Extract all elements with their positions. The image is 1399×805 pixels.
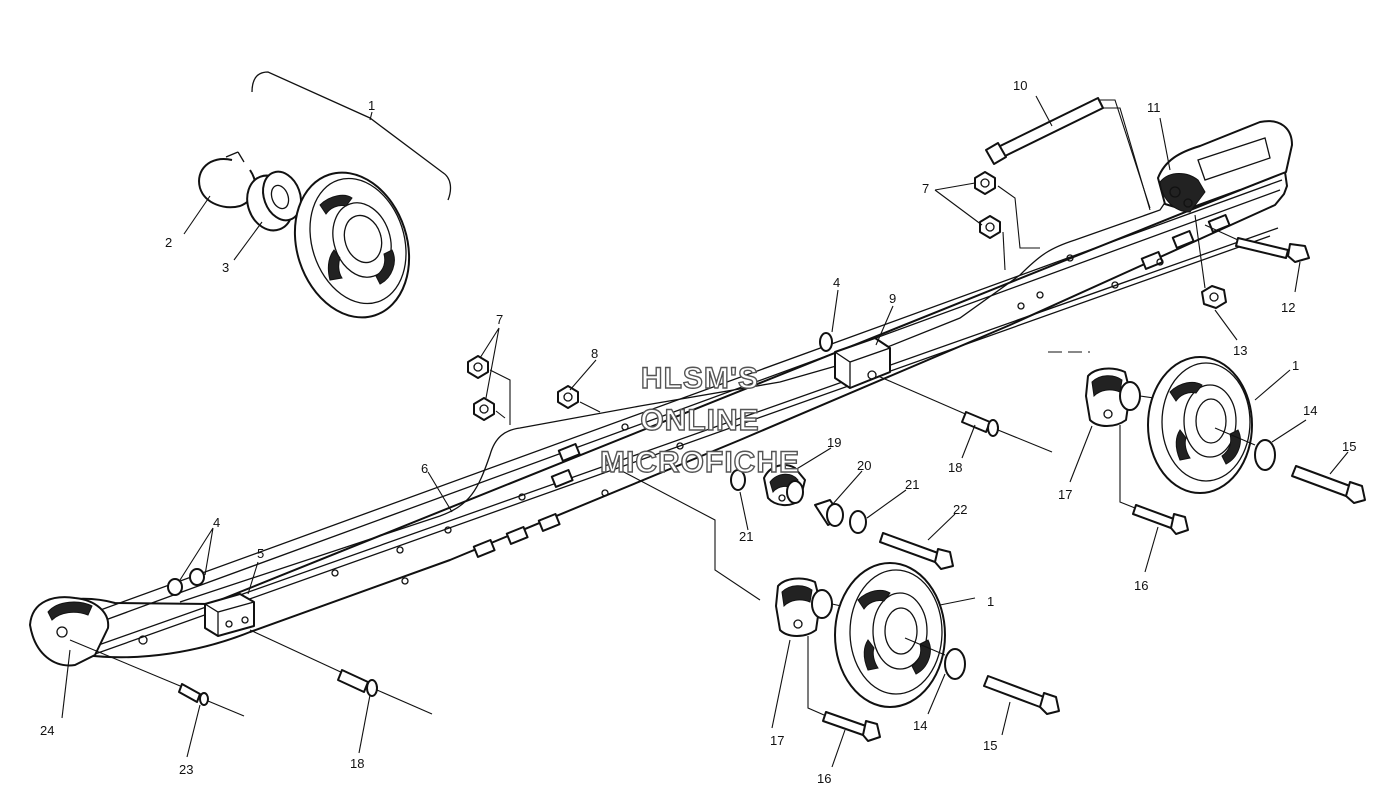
- block-5: [204, 593, 255, 637]
- callout-labels: 1 2 3 4 4 5 6 7 7 8 9 10 11 12 13 1 14 1…: [40, 78, 1356, 786]
- washer-14-right: [1254, 439, 1276, 471]
- bolt-10: [985, 97, 1151, 211]
- callout-21-lower: 21: [739, 529, 753, 544]
- callout-21-upper: 21: [905, 477, 919, 492]
- callout-1-right: 1: [1292, 358, 1299, 373]
- callout-16-lower: 16: [817, 771, 831, 786]
- callout-9: 9: [889, 291, 896, 306]
- callout-18-mid: 18: [948, 460, 962, 475]
- callout-7-right: 7: [922, 181, 929, 196]
- pin-23: [69, 639, 245, 717]
- callout-18-lower: 18: [350, 756, 364, 771]
- callout-24: 24: [40, 723, 54, 738]
- callout-5: 5: [257, 546, 264, 561]
- callout-6: 6: [421, 461, 428, 476]
- callout-16-right: 16: [1134, 578, 1148, 593]
- callout-15-lower: 15: [983, 738, 997, 753]
- callout-17-lower: 17: [770, 733, 784, 748]
- slide-rail: [29, 171, 1288, 667]
- callout-4-mid: 4: [833, 275, 840, 290]
- wheel-1-lower: [834, 562, 946, 708]
- watermark-line-2: ONLINE: [640, 404, 759, 437]
- callout-2: 2: [165, 235, 172, 250]
- axle-bracket-17-lower: [619, 469, 861, 637]
- axle-bracket-17-right: [1048, 351, 1169, 427]
- block-9: [834, 337, 891, 389]
- callout-23: 23: [179, 762, 193, 777]
- watermark-line-3: MICROFICHE: [600, 446, 800, 479]
- bolt-16-lower: [807, 636, 881, 742]
- bracket-19: [763, 464, 806, 506]
- washer-4-left: [167, 568, 205, 596]
- washer-21-upper: [730, 469, 746, 491]
- spacer-20: [814, 499, 844, 527]
- bolt-16-right: [1119, 425, 1189, 535]
- callout-1-top: 1: [368, 98, 375, 113]
- callout-7-left: 7: [496, 312, 503, 327]
- bolt-22: [879, 532, 954, 570]
- nut-7-right: [974, 171, 1040, 271]
- watermark: HLSM'S ONLINE MICROFICHE: [599, 361, 800, 479]
- wheel-1-right: [1147, 356, 1256, 494]
- callout-10: 10: [1013, 78, 1027, 93]
- wheel-kit-top: [198, 71, 452, 319]
- callout-14-lower: 14: [913, 718, 927, 733]
- bolt-12: [1204, 224, 1310, 263]
- callout-1-lower: 1: [987, 594, 994, 609]
- callout-14-right: 14: [1303, 403, 1317, 418]
- callout-22: 22: [953, 502, 967, 517]
- washer-4-mid: [819, 332, 833, 352]
- callout-15-right: 15: [1342, 439, 1356, 454]
- washer-21-lower: [849, 510, 867, 534]
- callout-11: 11: [1147, 100, 1161, 115]
- bolt-15-lower: [983, 675, 1060, 715]
- nut-13: [1194, 214, 1227, 309]
- washer-14-lower: [944, 648, 966, 680]
- callout-19: 19: [827, 435, 841, 450]
- pin-18-lower: [249, 629, 433, 715]
- callout-17-right: 17: [1058, 487, 1072, 502]
- bolt-15-right: [1291, 465, 1366, 504]
- nut-7-left: [467, 355, 511, 425]
- pin-18-mid: [877, 375, 1053, 453]
- callout-4-left: 4: [213, 515, 220, 530]
- leader-lines: [61, 95, 1349, 768]
- nut-8: [557, 385, 601, 413]
- watermark-line-1: HLSM'S: [641, 362, 759, 395]
- callout-13: 13: [1233, 343, 1247, 358]
- callout-12: 12: [1281, 300, 1295, 315]
- callout-3: 3: [222, 260, 229, 275]
- rear-bracket: [1157, 120, 1293, 213]
- callout-20: 20: [857, 458, 871, 473]
- callout-8: 8: [591, 346, 598, 361]
